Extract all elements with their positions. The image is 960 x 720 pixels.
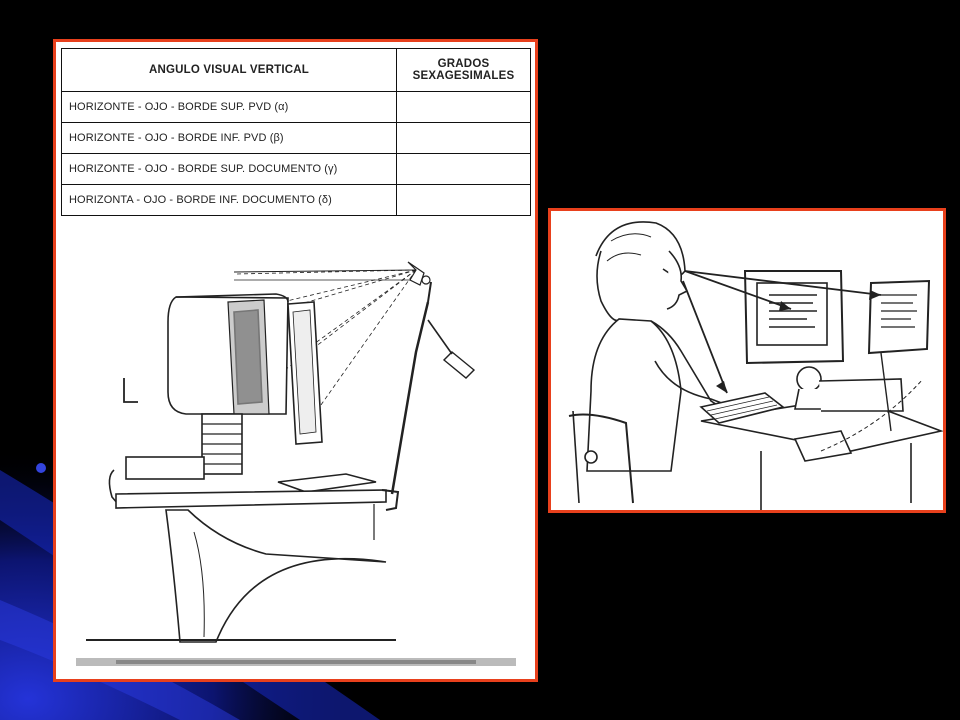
- row-label: HORIZONTA - OJO - BORDE INF. DOCUMENTO (…: [61, 184, 397, 216]
- visual-angle-table: ANGULO VISUAL VERTICAL GRADOS SEXAGESIMA…: [61, 48, 531, 216]
- header-angle: ANGULO VISUAL VERTICAL: [61, 48, 397, 92]
- workstation-side-view-illustration: [86, 261, 476, 643]
- header-degrees-line2: SEXAGESIMALES: [412, 70, 515, 82]
- degrees-cell: [396, 91, 531, 123]
- degrees-cell: [396, 184, 531, 216]
- header-degrees: GRADOS SEXAGESIMALES: [396, 48, 531, 92]
- left-figure-panel: ANGULO VISUAL VERTICAL GRADOS SEXAGESIMA…: [53, 39, 538, 682]
- bullet-dot: [36, 463, 46, 473]
- table-header-row: ANGULO VISUAL VERTICAL GRADOS SEXAGESIMA…: [61, 48, 531, 92]
- table-row: HORIZONTE - OJO - BORDE SUP. PVD (α): [61, 91, 531, 123]
- degrees-cell: [396, 153, 531, 185]
- row-label: HORIZONTE - OJO - BORDE SUP. DOCUMENTO (…: [61, 153, 397, 185]
- woman-at-computer-illustration: [568, 221, 943, 510]
- degrees-cell: [396, 122, 531, 154]
- floor-shading: [76, 658, 516, 666]
- right-figure-panel: [548, 208, 946, 513]
- table-row: HORIZONTE - OJO - BORDE INF. PVD (β): [61, 122, 531, 154]
- row-label: HORIZONTE - OJO - BORDE INF. PVD (β): [61, 122, 397, 154]
- header-degrees-line1: GRADOS: [437, 58, 490, 70]
- row-label: HORIZONTE - OJO - BORDE SUP. PVD (α): [61, 91, 397, 123]
- table-row: HORIZONTE - OJO - BORDE SUP. DOCUMENTO (…: [61, 153, 531, 185]
- table-row: HORIZONTA - OJO - BORDE INF. DOCUMENTO (…: [61, 184, 531, 216]
